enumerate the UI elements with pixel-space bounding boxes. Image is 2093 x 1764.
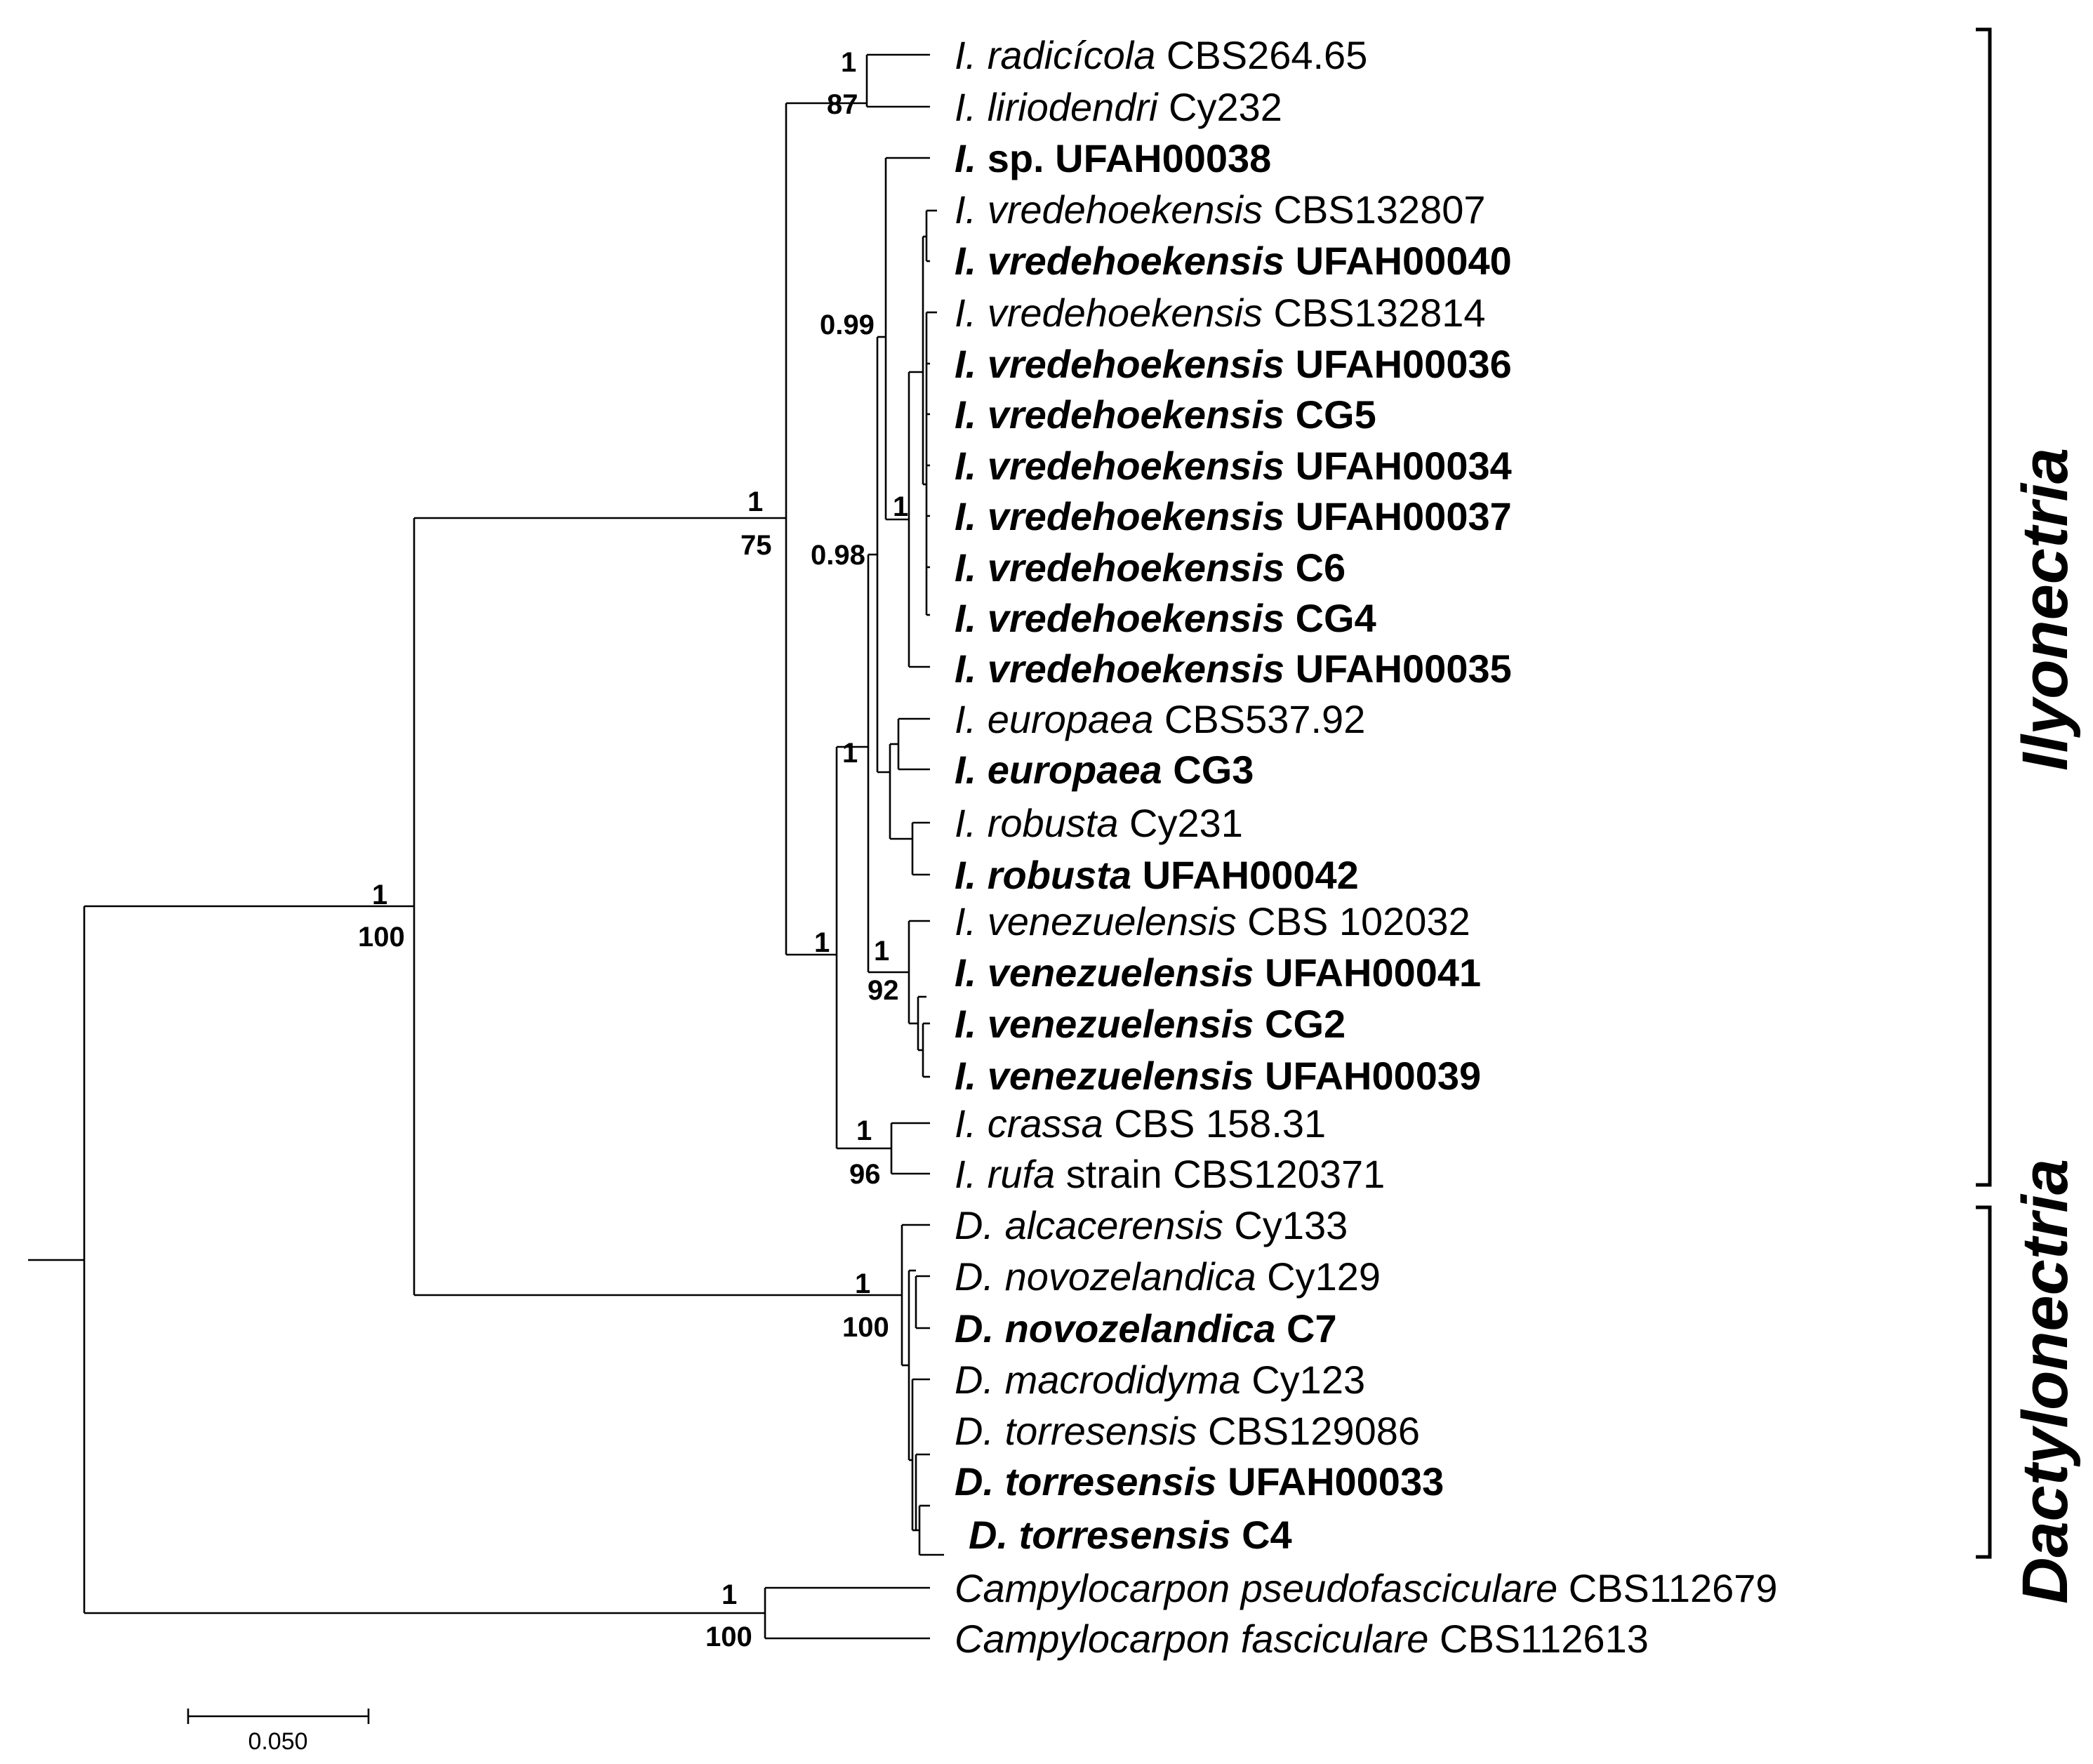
scale-bar-label: 0.050 xyxy=(248,1728,307,1755)
taxon-label: I. vredehoekensis UFAH00036 xyxy=(955,342,1512,386)
taxon-label: I. venezuelensis UFAH00039 xyxy=(955,1054,1481,1098)
support-value: 1 xyxy=(841,47,856,78)
support-value: 100 xyxy=(358,922,405,953)
support-value: 1 xyxy=(893,491,908,522)
support-value: 1 xyxy=(842,738,858,769)
taxon-label: I. vredehoekensis CG4 xyxy=(955,596,1376,640)
taxon-label: I. rufa strain CBS120371 xyxy=(955,1152,1385,1196)
support-value: 1 xyxy=(722,1579,737,1610)
ilyonectria-bracket xyxy=(1976,27,1992,1187)
clade-brackets: Ilyonectria Dactylonectria xyxy=(1976,27,2081,1604)
ilyonectria-label: Ilyonectria xyxy=(2009,448,2081,771)
taxon-label: I. crassa CBS 158.31 xyxy=(955,1101,1326,1146)
taxon-label: I. venezuelensis UFAH00041 xyxy=(955,950,1481,995)
taxon-label: I. vredehoekensis CBS132807 xyxy=(955,187,1486,232)
scale-bar: 0.050 xyxy=(187,1709,370,1755)
taxon-label: D. torresensis C4 xyxy=(969,1513,1292,1557)
support-value: 1 xyxy=(856,1115,872,1146)
taxon-label: D. novozelandica C7 xyxy=(955,1306,1337,1351)
support-value: 1 xyxy=(814,927,830,958)
taxon-label: I. europaea CG3 xyxy=(955,748,1254,792)
taxon-label: I. vredehoekensis CBS132814 xyxy=(955,291,1486,335)
support-value: 100 xyxy=(705,1622,752,1652)
taxon-label: I. vredehoekensis UFAH00040 xyxy=(955,239,1512,283)
support-value: 1 xyxy=(874,936,889,967)
taxon-label: I. venezuelensis CG2 xyxy=(955,1002,1346,1046)
dactylonectria-bracket xyxy=(1976,1205,1992,1559)
support-value: 92 xyxy=(868,975,899,1006)
support-value: 75 xyxy=(740,530,772,561)
taxon-label: I. radicícola CBS264.65 xyxy=(955,33,1367,77)
taxon-label: I. vredehoekensis CG5 xyxy=(955,392,1376,437)
support-value: 1 xyxy=(372,880,387,910)
taxon-label: D. novozelandica Cy129 xyxy=(955,1254,1381,1299)
taxon-label: I. vredehoekensis UFAH00034 xyxy=(955,444,1512,488)
taxon-label: I. vredehoekensis UFAH00037 xyxy=(955,494,1512,538)
taxon-label: D. alcacerensis Cy133 xyxy=(955,1203,1348,1247)
taxon-labels: I. radicícola CBS264.65 I. liriodendri C… xyxy=(955,33,1778,1661)
tree-branches xyxy=(28,53,944,1640)
support-value: 1 xyxy=(748,486,763,517)
taxon-label: I. sp. UFAH00038 xyxy=(955,136,1271,180)
support-values: 1 87 0.99 1 0.98 1 1 1 92 1 96 1 75 1 10… xyxy=(358,47,908,1652)
taxon-label: D. torresensis UFAH00033 xyxy=(955,1459,1444,1504)
support-value: 96 xyxy=(849,1159,881,1190)
taxon-label: I. robusta UFAH00042 xyxy=(955,853,1359,897)
taxon-label: D. macrodidyma Cy123 xyxy=(955,1358,1365,1402)
taxon-label: I. liriodendri Cy232 xyxy=(955,85,1282,129)
taxon-label: Campylocarpon pseudofasciculare CBS11267… xyxy=(955,1566,1778,1610)
taxon-label: I. vredehoekensis UFAH00035 xyxy=(955,646,1512,691)
support-value: 0.99 xyxy=(820,310,875,340)
taxon-label: I. europaea CBS537.92 xyxy=(955,697,1365,741)
support-value: 100 xyxy=(842,1312,889,1343)
support-value: 1 xyxy=(855,1268,870,1299)
dactylonectria-label: Dactylonectria xyxy=(2009,1159,2081,1604)
support-value: 87 xyxy=(827,89,858,120)
taxon-label: I. robusta Cy231 xyxy=(955,801,1243,845)
taxon-label: D. torresensis CBS129086 xyxy=(955,1409,1420,1453)
taxon-label: I. vredehoekensis C6 xyxy=(955,545,1346,590)
taxon-label: Campylocarpon fasciculare CBS112613 xyxy=(955,1617,1649,1661)
support-value: 0.98 xyxy=(811,540,865,571)
taxon-label: I. venezuelensis CBS 102032 xyxy=(955,899,1470,943)
